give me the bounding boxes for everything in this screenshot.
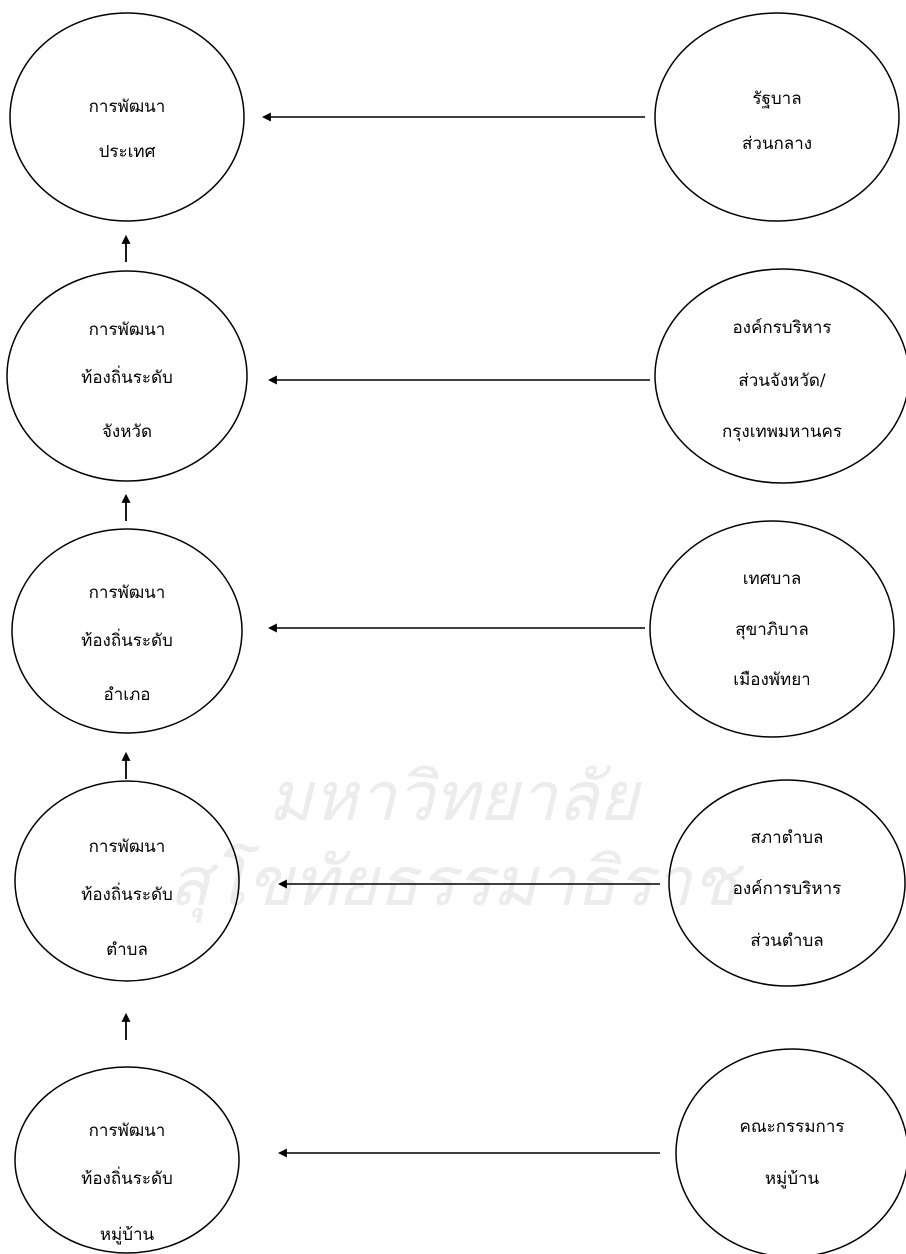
left-node-subdistrict-line-2: ท้องถิ่นระดับ — [81, 882, 173, 905]
left-node-subdistrict: การพัฒนา ท้องถิ่นระดับ ตำบล — [14, 780, 240, 982]
right-node-provincial-admin-line-1: องค์กรบริหาร — [732, 318, 831, 338]
right-node-subdistrict-council-line-3: ส่วนตำบล — [750, 931, 823, 951]
right-node-municipality: เทศบาล สุขาภิบาล เมืองพัทยา — [649, 520, 895, 738]
right-node-subdistrict-council-line-2: องค์การบริหาร — [733, 879, 842, 899]
right-node-provincial-admin: องค์กรบริหาร ส่วนจังหวัด/ กรุงเทพมหานคร — [654, 268, 906, 484]
right-node-municipality-line-3: เมืองพัทยา — [733, 670, 810, 690]
right-node-village-committee-line-1: คณะกรรมการ — [739, 1117, 844, 1137]
right-node-central-government: รัฐบาล ส่วนกลาง — [654, 12, 900, 222]
right-node-central-government-line-1: รัฐบาล — [752, 89, 801, 109]
left-node-village: การพัฒนา ท้องถิ่นระดับ หมู่บ้าน — [14, 1066, 240, 1254]
right-node-municipality-line-2: สุขาภิบาล — [735, 620, 809, 640]
right-node-municipality-line-1: เทศบาล — [743, 569, 802, 589]
left-node-district-line-1: การพัฒนา — [89, 583, 166, 603]
left-node-country: การพัฒนา ประเทศ — [9, 12, 245, 222]
left-node-country-line-1: การพัฒนา — [89, 97, 166, 117]
left-node-village-line-1: การพัฒนา — [89, 1121, 166, 1141]
right-node-central-government-line-2: ส่วนกลาง — [742, 134, 812, 154]
left-node-district-line-3: อำเภอ — [104, 685, 151, 705]
left-node-subdistrict-line-3: ตำบล — [106, 940, 148, 960]
right-node-village-committee: คณะกรรมการ หมู่บ้าน — [675, 1048, 906, 1254]
left-node-village-line-3: หมู่บ้าน — [100, 1225, 155, 1245]
left-node-district-line-2: ท้องถิ่นระดับ — [81, 628, 173, 651]
left-node-province: การพัฒนา ท้องถิ่นระดับ จังหวัด — [6, 270, 248, 482]
right-node-provincial-admin-line-3: กรุงเทพมหานคร — [722, 422, 842, 442]
right-node-village-committee-line-2: หมู่บ้าน — [765, 1169, 820, 1189]
left-node-country-line-2: ประเทศ — [99, 142, 156, 162]
right-node-subdistrict-council: สภาตำบล องค์การบริหาร ส่วนตำบล — [668, 779, 906, 987]
left-node-district: การพัฒนา ท้องถิ่นระดับ อำเภอ — [11, 528, 243, 734]
left-node-province-line-3: จังหวัด — [102, 422, 152, 442]
left-node-subdistrict-line-1: การพัฒนา — [89, 837, 166, 857]
right-node-provincial-admin-line-2: ส่วนจังหวัด/ — [738, 371, 826, 391]
left-node-province-line-1: การพัฒนา — [89, 320, 166, 340]
left-node-province-line-2: ท้องถิ่นระดับ — [81, 365, 173, 388]
right-node-subdistrict-council-line-1: สภาตำบล — [751, 828, 824, 848]
left-node-village-line-2: ท้องถิ่นระดับ — [81, 1166, 173, 1189]
